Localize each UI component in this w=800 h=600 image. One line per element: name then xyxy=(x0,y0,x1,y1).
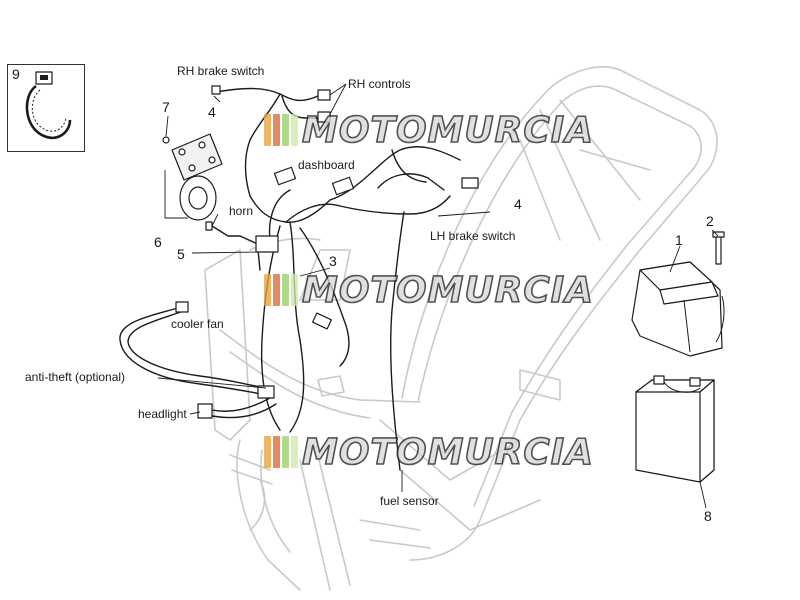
part-number-4-top: 4 xyxy=(208,104,216,120)
horn-assembly xyxy=(162,133,241,237)
watermark: MOTOMURCIA xyxy=(264,430,594,474)
label-horn: horn xyxy=(229,204,254,218)
part-number-3: 3 xyxy=(329,253,337,269)
watermark: MOTOMURCIA xyxy=(264,268,594,312)
label-anti-theft: anti-theft (optional) xyxy=(25,370,126,384)
battery-cover xyxy=(631,231,725,357)
watermark-flag-icon xyxy=(264,114,298,146)
rh-controls-wiring xyxy=(211,85,331,197)
watermark-flag-icon xyxy=(264,274,298,306)
front-branches xyxy=(119,301,277,419)
cable-strap xyxy=(25,71,72,140)
part-number-6: 6 xyxy=(154,234,162,250)
part-number-2: 2 xyxy=(706,213,714,229)
label-fuel-sensor: fuel sensor xyxy=(380,494,439,508)
part-number-7: 7 xyxy=(162,99,170,115)
part-number-9: 9 xyxy=(12,66,20,82)
watermark: MOTOMURCIA xyxy=(264,108,594,152)
label-dashboard: dashboard xyxy=(298,158,355,172)
part-number-8: 8 xyxy=(704,508,712,524)
main-harness xyxy=(239,146,479,471)
label-headlight: headlight xyxy=(138,407,187,421)
leader-lines xyxy=(157,83,719,509)
label-lh-brake-switch: LH brake switch xyxy=(430,229,516,243)
part-number-5: 5 xyxy=(177,246,185,262)
watermark-text: MOTOMURCIA xyxy=(301,109,595,152)
part-number-4-right: 4 xyxy=(514,196,522,212)
label-cooler-fan: cooler fan xyxy=(171,317,224,331)
inset-box-item-9 xyxy=(7,64,85,152)
label-rh-brake-switch: RH brake switch xyxy=(177,64,265,78)
scooter-frame xyxy=(204,66,718,591)
part-number-1: 1 xyxy=(675,232,683,248)
watermark-text: MOTOMURCIA xyxy=(301,269,595,312)
label-rh-controls: RH controls xyxy=(348,77,411,91)
battery xyxy=(635,375,715,483)
watermark-flag-icon xyxy=(264,436,298,468)
watermark-text: MOTOMURCIA xyxy=(301,431,595,474)
